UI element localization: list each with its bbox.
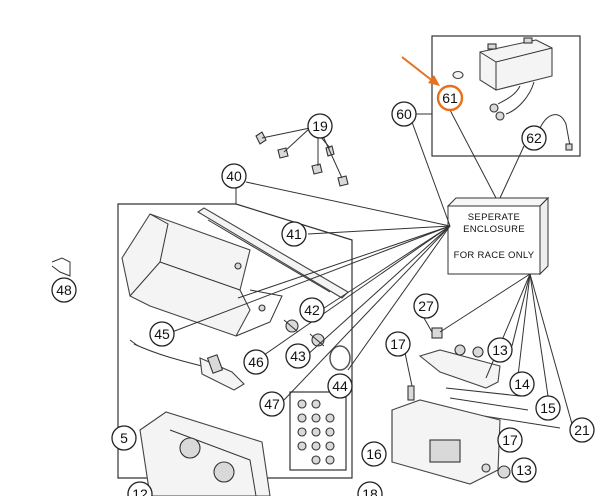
callout-14: 14 <box>509 371 535 397</box>
callout-27: 27 <box>413 293 439 319</box>
svg-text:43: 43 <box>290 348 306 364</box>
svg-text:61: 61 <box>442 90 458 106</box>
callout-12: 12 <box>127 481 153 496</box>
callout-5: 5 <box>111 425 137 451</box>
callout-18: 18 <box>357 481 383 496</box>
tray-part-icon <box>391 385 511 485</box>
svg-text:44: 44 <box>332 378 348 394</box>
cable-icon <box>129 339 245 391</box>
svg-text:19: 19 <box>312 118 328 134</box>
screw-icons <box>283 319 325 347</box>
svg-text:62: 62 <box>526 130 542 146</box>
svg-text:13: 13 <box>492 342 508 358</box>
small-washer-icon <box>452 70 464 80</box>
svg-text:48: 48 <box>56 282 72 298</box>
svg-text:60: 60 <box>396 106 412 122</box>
highlight-arrow-icon <box>401 56 440 86</box>
enclosure-line-3: FOR RACE ONLY <box>454 250 535 261</box>
bottom-part-icon <box>139 411 271 496</box>
callout-44: 44 <box>327 373 353 399</box>
callout-15: 15 <box>535 395 561 421</box>
svg-text:45: 45 <box>154 326 170 342</box>
callout-41: 41 <box>281 221 307 247</box>
callout-46: 46 <box>243 349 269 375</box>
separate-enclosure-box: SEPERATE ENCLOSURE FOR RACE ONLY <box>446 196 550 276</box>
o-ring-icon <box>329 345 351 371</box>
callout-17a: 17 <box>385 331 411 357</box>
callout-60: 60 <box>391 101 417 127</box>
svg-text:17: 17 <box>502 432 518 448</box>
callout-45: 45 <box>149 321 175 347</box>
svg-text:41: 41 <box>286 226 302 242</box>
battery-icon <box>479 37 553 91</box>
callout-13a: 13 <box>487 337 513 363</box>
svg-text:46: 46 <box>248 354 264 370</box>
svg-text:13: 13 <box>516 462 532 478</box>
callout-61: 61 <box>436 84 464 112</box>
callout-48: 48 <box>51 277 77 303</box>
svg-text:16: 16 <box>366 446 382 462</box>
callout-21: 21 <box>569 417 595 443</box>
inset-frame <box>431 35 581 157</box>
callout-13b: 13 <box>511 457 537 483</box>
svg-text:12: 12 <box>132 486 148 496</box>
svg-text:18: 18 <box>362 486 378 496</box>
svg-text:15: 15 <box>540 400 556 416</box>
svg-text:40: 40 <box>226 168 242 184</box>
svg-text:47: 47 <box>264 396 280 412</box>
callout-16: 16 <box>361 441 387 467</box>
callout-42: 42 <box>299 297 325 323</box>
screw-19-icons <box>255 131 349 187</box>
svg-text:5: 5 <box>120 430 128 446</box>
leader-lines <box>171 109 573 425</box>
callout-19: 19 <box>307 113 333 139</box>
callout-47: 47 <box>259 391 285 417</box>
cover-part-icon <box>121 213 283 337</box>
svg-text:27: 27 <box>418 298 434 314</box>
enclosure-line-1: SEPERATE <box>468 212 520 223</box>
svg-text:14: 14 <box>514 376 530 392</box>
callout-40: 40 <box>221 163 247 189</box>
clip-icon <box>51 257 71 277</box>
battery-cable-icon <box>489 81 573 151</box>
enclosure-line-2: ENCLOSURE <box>463 224 525 235</box>
svg-text:42: 42 <box>304 302 320 318</box>
callout-17b: 17 <box>497 427 523 453</box>
svg-text:21: 21 <box>574 422 590 438</box>
small-parts-grid <box>289 391 347 471</box>
svg-text:17: 17 <box>390 336 406 352</box>
callout-43: 43 <box>285 343 311 369</box>
callout-62: 62 <box>521 125 547 151</box>
